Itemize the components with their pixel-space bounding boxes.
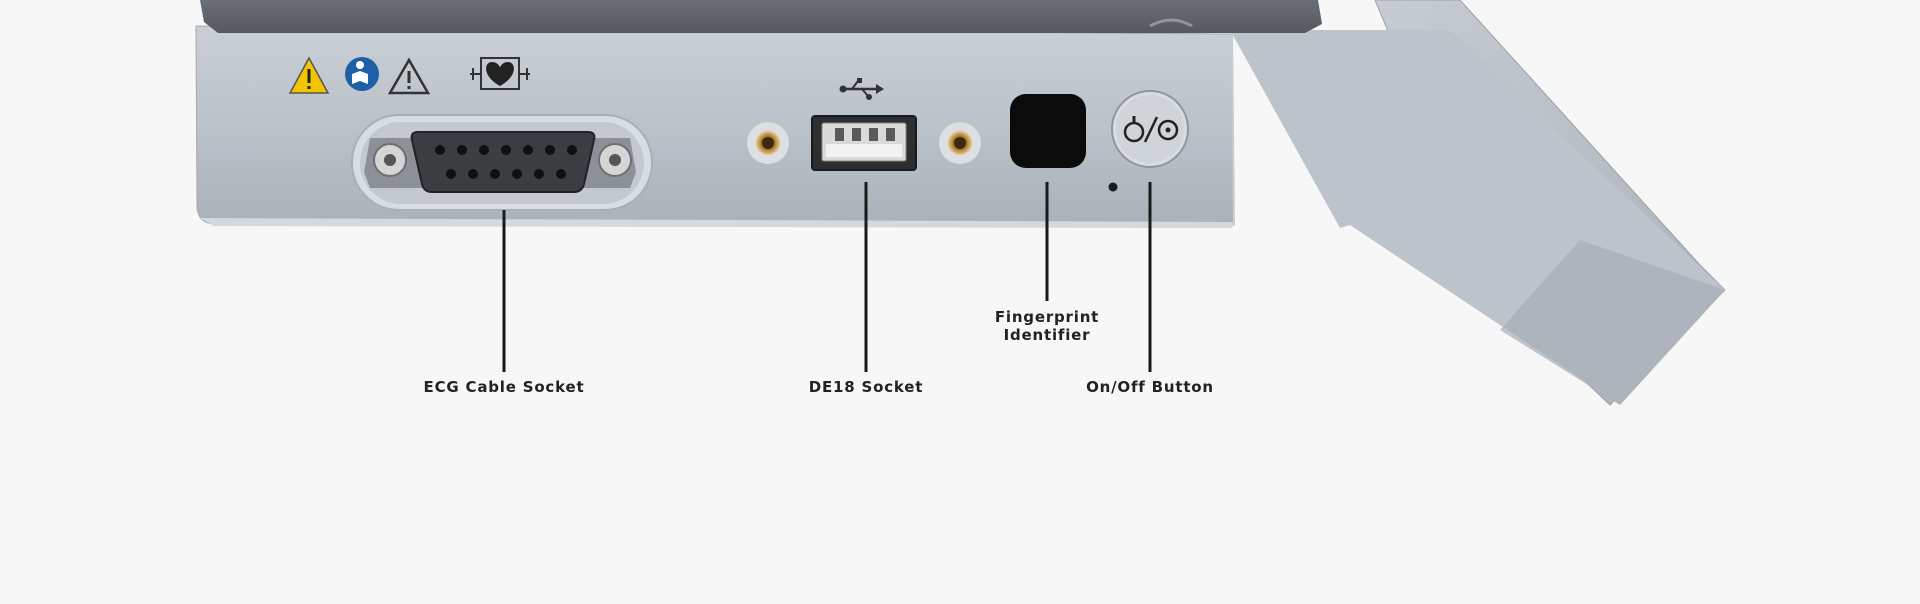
de18-socket (811, 115, 917, 171)
body-bottom-edge (200, 218, 1234, 228)
label-ecg-cable-socket: ECG Cable Socket (423, 378, 585, 396)
status-led (1108, 182, 1118, 192)
label-on-off-button: On/Off Button (1086, 378, 1214, 396)
usb-icon (839, 78, 884, 100)
power-toggle-icon (1111, 90, 1189, 168)
stand-arm-shadow (1500, 240, 1725, 405)
warning-triangle-icon (288, 56, 330, 94)
fingerprint-sensor (1010, 94, 1086, 168)
label-de18-socket: DE18 Socket (808, 378, 924, 396)
label-fingerprint-identifier: Fingerprint Identifier (994, 308, 1100, 344)
ecg-heart-icon (470, 57, 530, 90)
ecg-cable-socket (351, 114, 653, 211)
mount-screw-left (747, 122, 789, 164)
screen-edge (200, 0, 1322, 33)
mount-screw-right (939, 122, 981, 164)
caution-triangle-icon (387, 57, 431, 95)
read-manual-icon (345, 57, 379, 91)
